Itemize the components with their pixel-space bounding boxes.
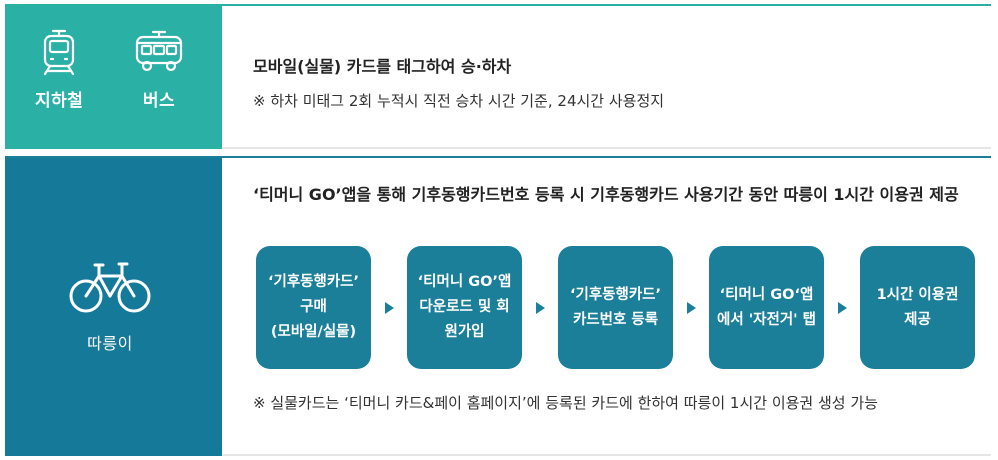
- transit-icon-area: 지하철 버스: [5, 6, 222, 149]
- bus-group: 버스: [133, 28, 185, 111]
- bike-group: 따릉이: [67, 256, 153, 354]
- bus-label: 버스: [142, 91, 176, 111]
- subway-label: 지하철: [35, 91, 84, 111]
- step-register-card: ‘기후동행카드’ 카드번호 등록: [558, 246, 673, 369]
- bike-content: ‘티머니 GO’앱을 통해 기후동행카드번호 등록 시 기후동행카드 사용기간 …: [222, 158, 991, 456]
- bus-icon: [135, 30, 183, 72]
- subway-icon: [44, 29, 75, 76]
- arrow-right-icon: [673, 301, 709, 314]
- transit-title: 모바일(실물) 카드를 태그하여 승·하차: [253, 57, 512, 76]
- bike-steps: ‘기후동행카드’ 구매 (모바일/실물) ‘티머니 GO’앱 다운로드 및 회 …: [256, 246, 975, 369]
- step-purchase-card: ‘기후동행카드’ 구매 (모바일/실물): [256, 246, 371, 369]
- transit-note: ※ 하차 미태그 2회 누적시 직전 승차 시간 기준, 24시간 사용정지: [253, 92, 665, 110]
- bicycle-icon: [69, 262, 151, 313]
- step-bicycle-tab: ‘티머니 GO‘앱 에서 '자전거' 탭: [709, 246, 824, 369]
- transit-content: 모바일(실물) 카드를 태그하여 승·하차 ※ 하차 미태그 2회 누적시 직전…: [222, 6, 991, 149]
- bike-icon-area: 따릉이: [5, 158, 222, 456]
- arrow-right-icon: [371, 301, 407, 314]
- step-download-app: ‘티머니 GO’앱 다운로드 및 회 원가입: [407, 246, 522, 369]
- bike-panel: 따릉이 ‘티머니 GO’앱을 통해 기후동행카드번호 등록 시 기후동행카드 사…: [5, 156, 991, 456]
- arrow-right-icon: [824, 301, 860, 314]
- arrow-right-icon: [522, 301, 558, 314]
- transit-panel: 지하철 버스 모바일(실물) 카드를 태그하여 승·하차 ※ 하차 미태그 2회…: [5, 4, 991, 149]
- subway-group: 지하철: [35, 28, 83, 111]
- bike-label: 따릉이: [87, 334, 133, 353]
- bike-note: ※ 실물카드는 ‘티머니 카드&페이 홈페이지’에 등록된 카드에 한하여 따릉…: [253, 394, 878, 412]
- step-get-pass: 1시간 이용권 제공: [860, 246, 975, 369]
- bike-title: ‘티머니 GO’앱을 통해 기후동행카드번호 등록 시 기후동행카드 사용기간 …: [253, 185, 959, 204]
